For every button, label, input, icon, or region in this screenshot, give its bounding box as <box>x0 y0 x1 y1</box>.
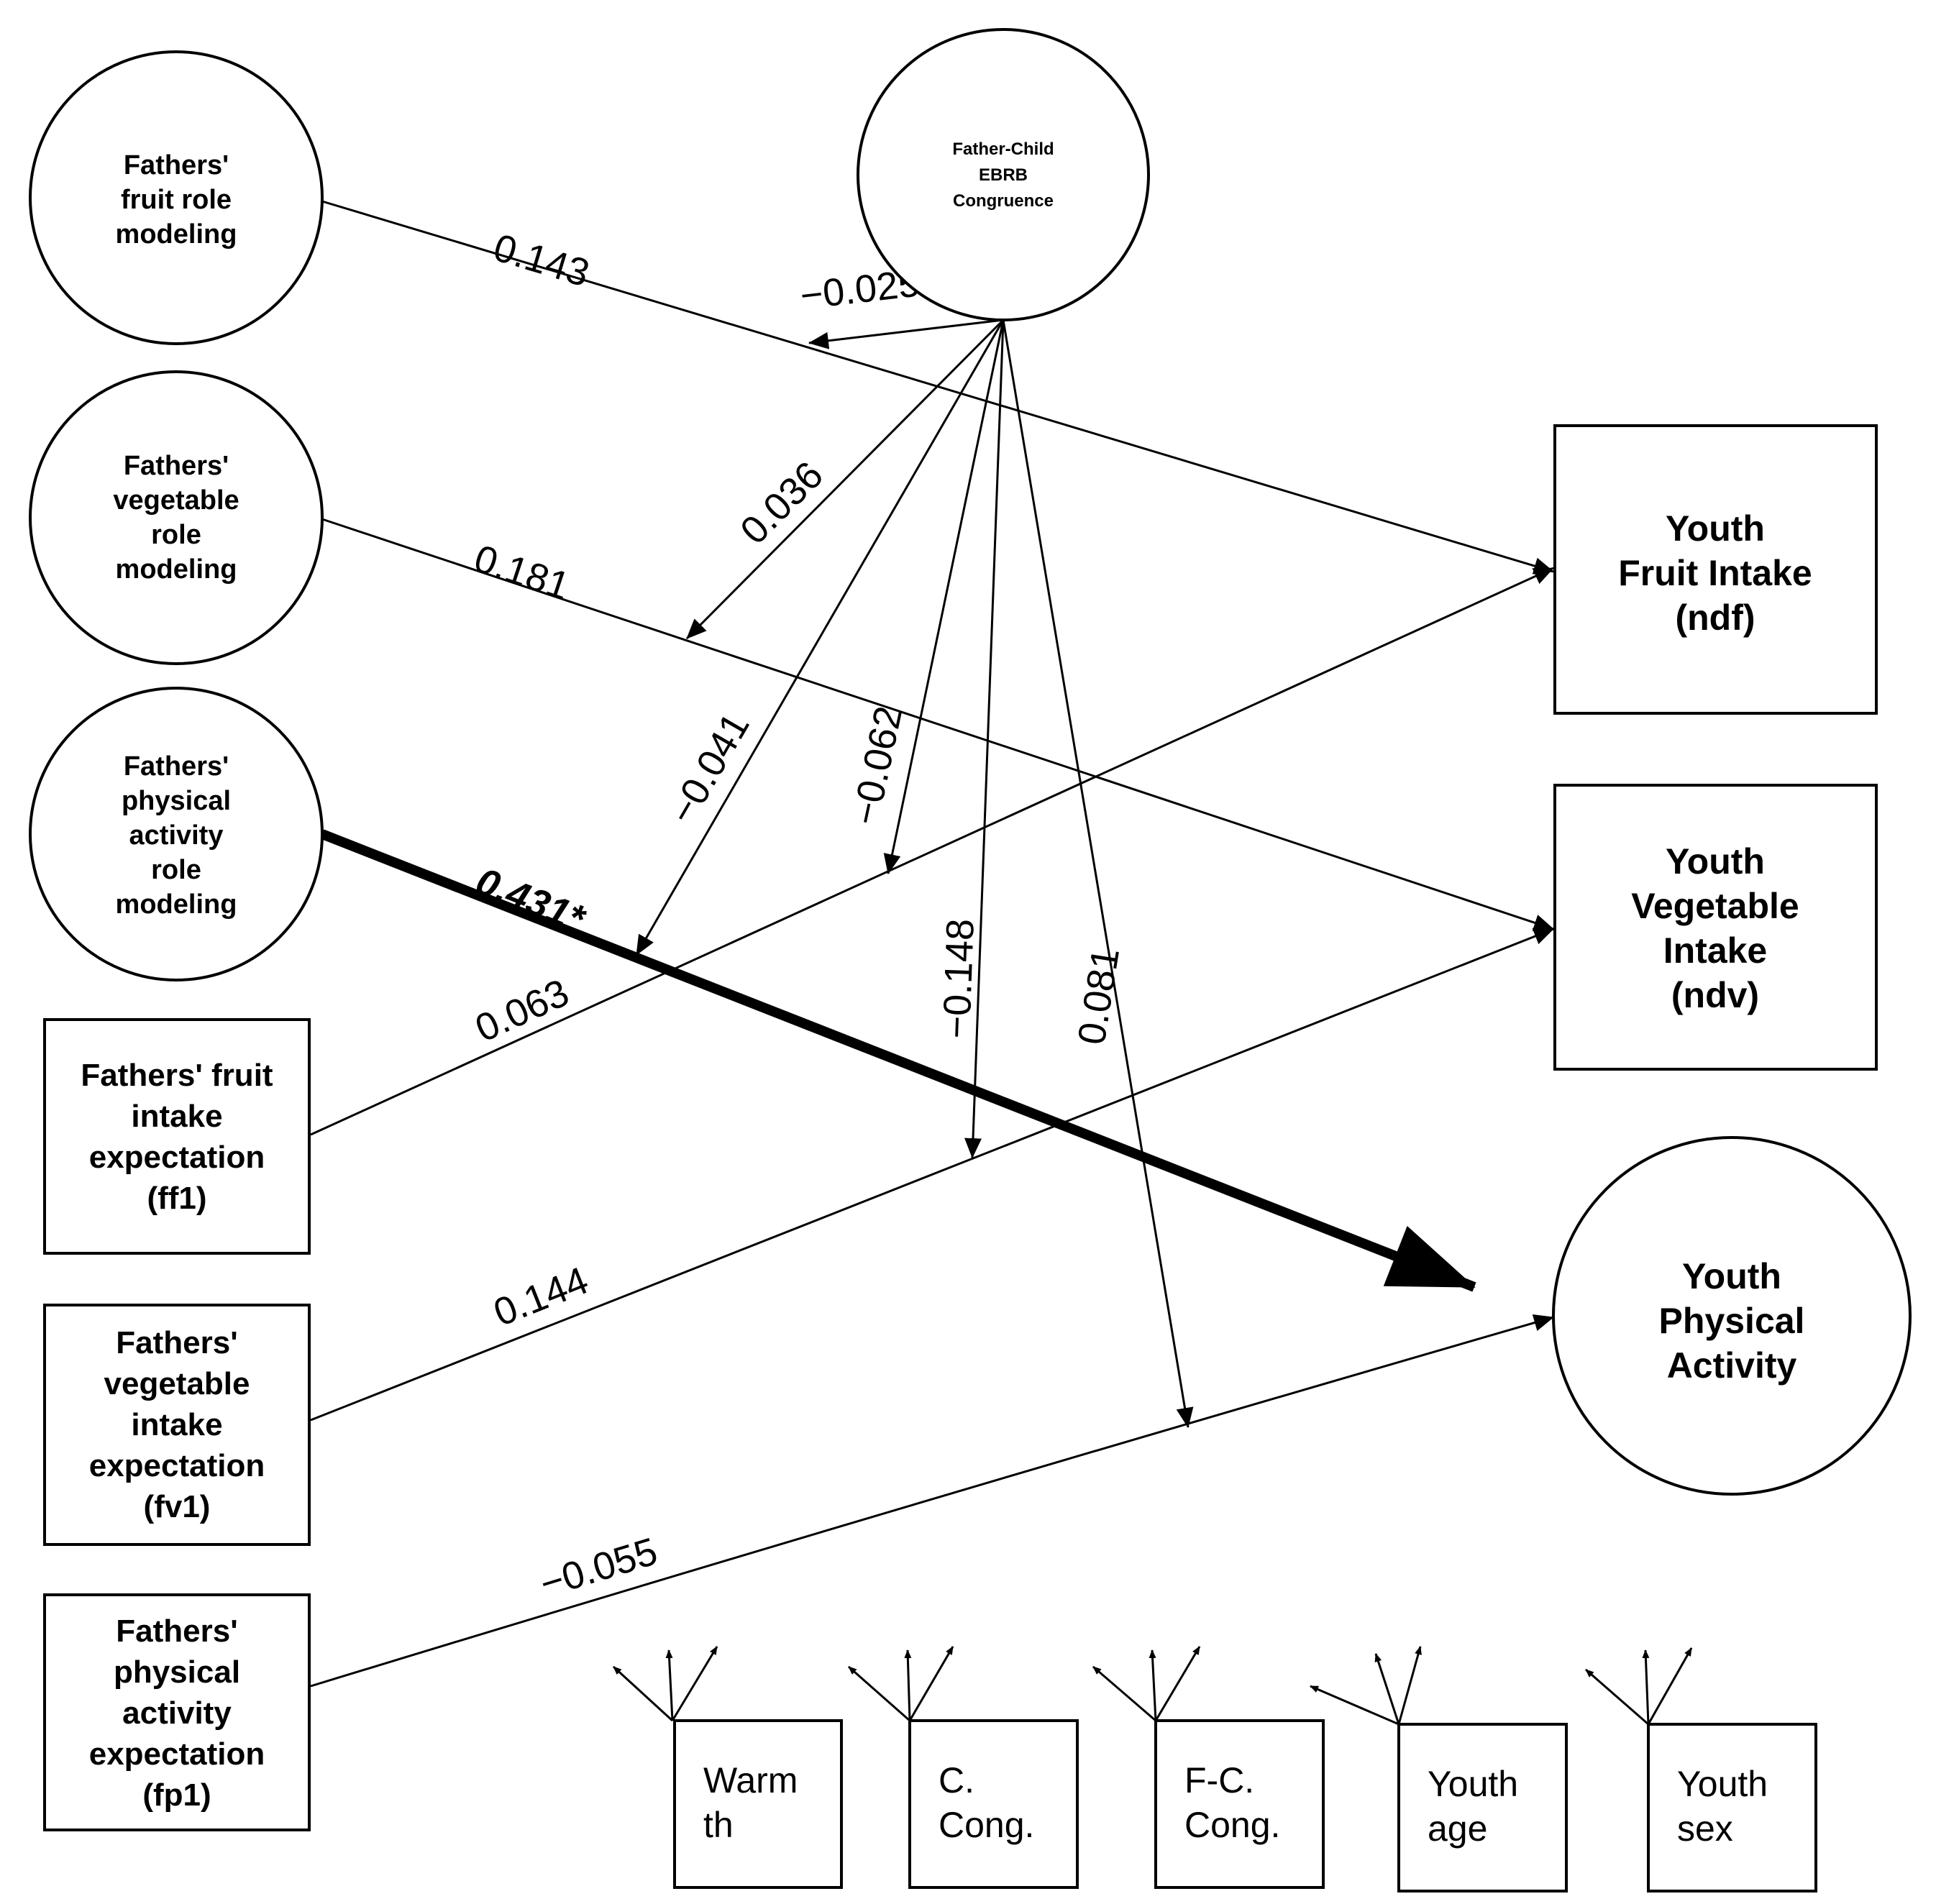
svg-text:modeling: modeling <box>116 554 237 585</box>
svg-text:th: th <box>703 1805 734 1845</box>
moderation-arrow-5 <box>964 319 1005 1158</box>
control-c-cong: C. Cong. <box>848 1646 1079 1889</box>
svg-text:intake: intake <box>131 1099 222 1134</box>
svg-text:age: age <box>1428 1808 1487 1849</box>
svg-text:vegetable: vegetable <box>104 1366 250 1401</box>
svg-text:F-C.: F-C. <box>1184 1760 1254 1800</box>
control-warmth: Warm th <box>612 1646 843 1889</box>
svg-text:Fathers': Fathers' <box>124 451 229 481</box>
svg-text:(fv1): (fv1) <box>144 1489 211 1524</box>
svg-text:(fp1): (fp1) <box>142 1777 211 1813</box>
svg-text:(ndv): (ndv) <box>1671 975 1759 1015</box>
path-veg-exp-to-youth-veg <box>310 928 1554 1422</box>
node-youth-vegetable-intake: Youth Vegetable Intake (ndv) <box>1553 784 1878 1071</box>
svg-text:Youth: Youth <box>1666 841 1765 882</box>
svg-text:Congruence: Congruence <box>953 191 1054 211</box>
node-father-child-ebrb-congruence: Father-Child EBRB Congruence <box>857 28 1150 321</box>
coef-veg-role: 0.181 <box>469 536 575 608</box>
mod-coef-5: −0.148 <box>935 918 982 1040</box>
mod-coef-6: 0.081 <box>1070 945 1128 1048</box>
path-pa-role-to-youth-pa <box>320 829 1476 1292</box>
svg-text:Activity: Activity <box>1667 1345 1797 1386</box>
node-fathers-vegetable-intake-expectation: Fathers' vegetable intake expectation (f… <box>43 1304 311 1546</box>
node-fathers-physical-activity-role-modeling: Fathers' physical activity role modeling <box>29 687 324 981</box>
svg-text:Fathers': Fathers' <box>116 1614 237 1649</box>
svg-text:role: role <box>151 520 201 550</box>
svg-text:Physical: Physical <box>1659 1301 1805 1341</box>
svg-text:Cong.: Cong. <box>1184 1805 1280 1845</box>
node-fathers-physical-activity-expectation: Fathers' physical activity expectation (… <box>43 1593 311 1831</box>
svg-text:expectation: expectation <box>89 1140 265 1175</box>
svg-text:activity: activity <box>122 1695 232 1731</box>
svg-text:Fruit Intake: Fruit Intake <box>1618 553 1812 593</box>
svg-text:Youth: Youth <box>1666 508 1765 549</box>
moderation-arrow-4 <box>883 319 1005 874</box>
path-veg-role-to-youth-veg <box>321 518 1554 931</box>
svg-text:physical: physical <box>122 786 231 816</box>
svg-text:Fathers': Fathers' <box>124 751 229 782</box>
node-fathers-fruit-intake-expectation: Fathers' fruit intake expectation (ff1) <box>43 1018 311 1255</box>
coef-fruit-role: 0.143 <box>489 226 595 295</box>
svg-text:role: role <box>151 855 201 885</box>
moderation-arrow-1 <box>808 319 1004 349</box>
coef-pa-role: 0.431* <box>470 859 593 941</box>
svg-text:Fathers': Fathers' <box>116 1325 237 1360</box>
svg-text:Vegetable: Vegetable <box>1631 886 1799 926</box>
path-pa-exp-to-youth-pa <box>310 1314 1554 1688</box>
svg-text:Intake: Intake <box>1663 930 1768 971</box>
coef-pa-exp: −0.055 <box>535 1529 662 1606</box>
svg-text:vegetable: vegetable <box>113 485 239 516</box>
node-fathers-vegetable-role-modeling: Fathers' vegetable role modeling <box>29 370 324 665</box>
coef-veg-exp: 0.144 <box>488 1259 594 1335</box>
moderation-arrow-2 <box>685 319 1005 640</box>
svg-text:Father-Child: Father-Child <box>952 139 1054 159</box>
svg-text:activity: activity <box>129 820 224 851</box>
svg-text:fruit role: fruit role <box>121 185 232 215</box>
svg-text:Fathers' fruit: Fathers' fruit <box>81 1058 273 1093</box>
node-youth-physical-activity: Youth Physical Activity <box>1552 1136 1912 1496</box>
svg-text:Youth: Youth <box>1677 1764 1768 1804</box>
svg-text:EBRB: EBRB <box>979 165 1028 185</box>
svg-text:expectation: expectation <box>89 1736 265 1772</box>
control-youth-sex: Youth sex <box>1585 1647 1817 1892</box>
svg-text:Warm: Warm <box>703 1760 798 1800</box>
svg-text:(ff1): (ff1) <box>147 1181 206 1216</box>
svg-text:modeling: modeling <box>116 889 237 920</box>
svg-text:Cong.: Cong. <box>939 1805 1034 1845</box>
svg-text:Youth: Youth <box>1682 1256 1781 1296</box>
control-f-c-cong: F-C. Cong. <box>1092 1646 1325 1889</box>
svg-text:modeling: modeling <box>116 219 237 250</box>
mod-coef-2: 0.036 <box>732 454 831 553</box>
path-fruit-exp-to-youth-fruit <box>310 567 1554 1136</box>
moderation-arrow-6 <box>1002 319 1194 1428</box>
moderation-arrow-3 <box>635 319 1005 956</box>
node-youth-fruit-intake: Youth Fruit Intake (ndf) <box>1553 424 1878 715</box>
svg-text:sex: sex <box>1677 1808 1733 1849</box>
svg-text:Fathers': Fathers' <box>124 150 229 180</box>
svg-text:(ndf): (ndf) <box>1675 598 1755 638</box>
control-youth-age: Youth age <box>1310 1646 1568 1892</box>
svg-text:expectation: expectation <box>89 1448 265 1483</box>
svg-text:C.: C. <box>939 1760 974 1800</box>
svg-text:intake: intake <box>131 1407 222 1442</box>
svg-text:physical: physical <box>114 1654 240 1690</box>
node-fathers-fruit-role-modeling: Fathers' fruit role modeling <box>29 50 324 345</box>
svg-text:Youth: Youth <box>1428 1764 1518 1804</box>
